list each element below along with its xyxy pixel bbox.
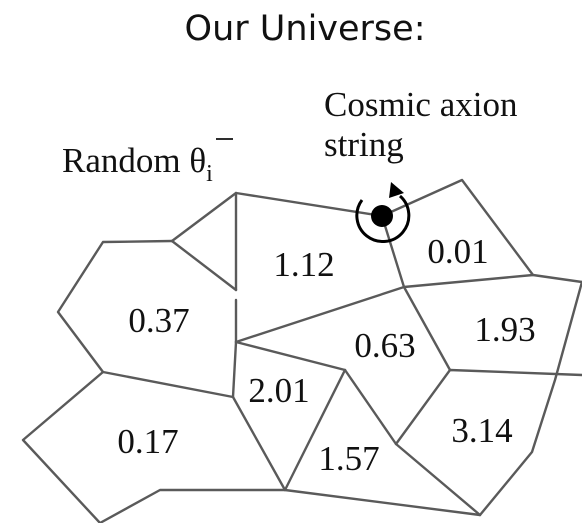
cell-value: 1.12	[273, 245, 334, 284]
cell-value: 1.57	[318, 439, 379, 478]
string-rotation-arrow	[355, 194, 411, 244]
domain-wall	[98, 488, 482, 523]
domain-wall	[478, 280, 582, 517]
domain-wall	[170, 239, 238, 292]
random-label-text: Random	[62, 141, 189, 180]
string-arrowhead	[389, 182, 404, 198]
domain-wall	[170, 178, 582, 284]
cell-value: 1.93	[474, 310, 535, 349]
domain-wall	[380, 214, 406, 289]
theta-symbol: θ	[189, 141, 206, 180]
domain-wall	[402, 285, 452, 372]
cell-value: 2.01	[248, 371, 309, 410]
string-core-dot	[371, 205, 393, 227]
domain-wall	[21, 239, 174, 523]
domain-wall	[231, 395, 287, 492]
cosmic-string-label-line2: string	[324, 125, 404, 164]
domain-wall	[101, 340, 238, 399]
domain-wall-network	[21, 178, 582, 523]
cell-value: 0.37	[128, 301, 189, 340]
domain-wall	[283, 368, 347, 492]
cell-value: 3.14	[451, 411, 512, 450]
random-theta-label: Random θi	[62, 141, 213, 187]
diagram-title: Our Universe:	[185, 9, 426, 49]
domain-wall	[394, 442, 482, 517]
cosmic-string-icon	[355, 182, 411, 244]
cell-value: 0.17	[117, 422, 178, 461]
cell-value: 0.01	[427, 232, 488, 271]
theta-subscript: i	[206, 161, 213, 187]
cell-value: 0.63	[354, 326, 415, 365]
cosmic-string-label-line1: Cosmic axion	[324, 85, 517, 124]
